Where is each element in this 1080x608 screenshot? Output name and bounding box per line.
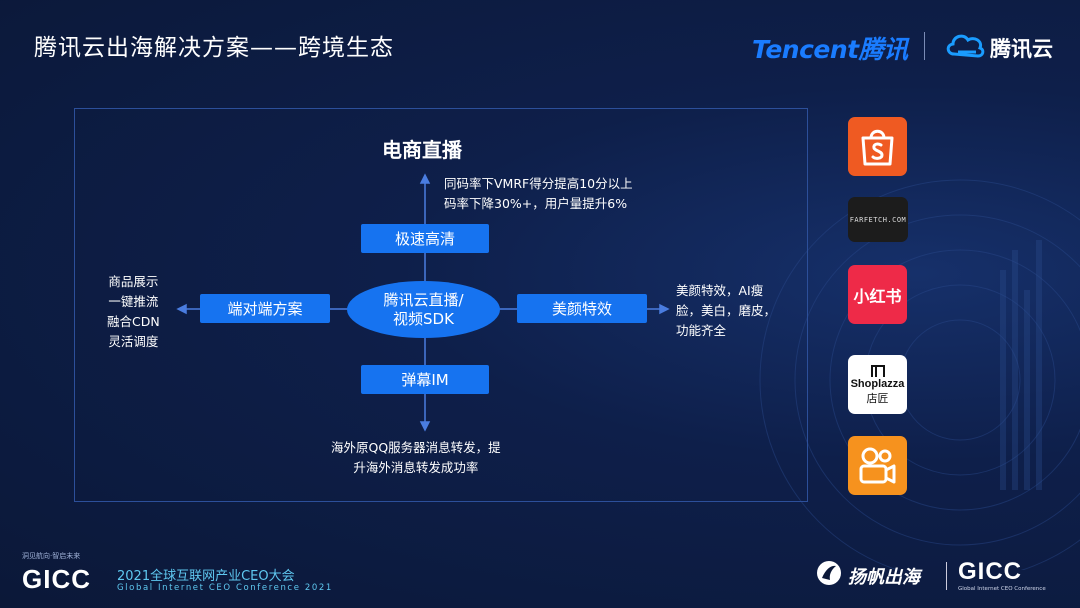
right-note: 美颜特效，AI瘦 脸，美白，磨皮， 功能齐全 bbox=[676, 281, 786, 341]
sail-icon bbox=[817, 561, 841, 585]
left-note-line: 融合CDN bbox=[107, 314, 160, 329]
end-to-end-box: 端对端方案 bbox=[200, 294, 330, 323]
diagram-title: 电商直播 bbox=[382, 138, 462, 162]
top-note: 同码率下VMRF得分提高10分以上 码率下降30%+，用户量提升6% bbox=[444, 174, 633, 214]
bottom-note-line: 升海外消息转发成功率 bbox=[353, 460, 479, 475]
gicc-right-logo: GICC bbox=[958, 558, 1022, 585]
center-node: 腾讯云直播/ 视频SDK bbox=[347, 281, 500, 338]
top-note-line: 同码率下VMRF得分提高10分以上 bbox=[444, 176, 633, 191]
left-note: 商品展示 一键推流 融合CDN 灵活调度 bbox=[107, 272, 160, 352]
diagram-frame bbox=[74, 108, 808, 502]
sail-overseas-wordmark: 扬帆出海 bbox=[848, 567, 920, 588]
left-note-line: 商品展示 bbox=[108, 274, 159, 289]
shoplazza-mark-icon bbox=[870, 364, 885, 377]
left-note-line: 灵活调度 bbox=[108, 334, 159, 349]
gicc-logo: GICC bbox=[22, 564, 91, 594]
right-note-line: 脸，美白，磨皮， bbox=[676, 303, 777, 318]
top-note-line: 码率下降30%+，用户量提升6% bbox=[444, 196, 628, 211]
center-node-line: 视频SDK bbox=[393, 309, 454, 328]
beauty-effects-box: 美颜特效 bbox=[517, 294, 647, 323]
kuaishou-camera-icon bbox=[859, 447, 896, 484]
left-note-line: 一键推流 bbox=[108, 294, 159, 309]
xiaohongshu-logo: 小红书 bbox=[848, 265, 907, 324]
bottom-note: 海外原QQ服务器消息转发，提 升海外消息转发成功率 bbox=[331, 438, 501, 478]
tencent-logo: Tencent腾讯 bbox=[752, 35, 908, 64]
conference-name-cn: 2021全球互联网产业CEO大会 bbox=[117, 569, 295, 584]
tencent-cloud-icon bbox=[946, 34, 985, 58]
xiaohongshu-wordmark: 小红书 bbox=[853, 286, 902, 306]
speed-hd-box: 极速高清 bbox=[361, 224, 489, 253]
bottom-note-line: 海外原QQ服务器消息转发，提 bbox=[331, 440, 501, 455]
center-node-line: 腾讯云直播/ bbox=[383, 290, 464, 309]
shoplazza-logo: Shoplazza 店匠 bbox=[848, 355, 907, 414]
gicc-right-subtitle: Global Internet CEO Conference bbox=[958, 586, 1046, 592]
tencent-cloud-wordmark: 腾讯云 bbox=[990, 37, 1053, 61]
shopee-logo bbox=[848, 117, 907, 176]
shoplazza-wordmark: Shoplazza bbox=[850, 377, 905, 390]
right-note-line: 美颜特效，AI瘦 bbox=[676, 283, 764, 298]
kuaishou-logo bbox=[848, 436, 907, 495]
header-divider bbox=[924, 32, 925, 60]
gicc-tagline: 洞见航向·智启未来 bbox=[22, 552, 81, 560]
page-title: 腾讯云出海解决方案——跨境生态 bbox=[34, 35, 394, 61]
shopee-bag-icon bbox=[861, 129, 894, 166]
farfetch-wordmark: FARFETCH.COM bbox=[849, 215, 907, 224]
footer-divider bbox=[946, 562, 947, 590]
shoplazza-cn-wordmark: 店匠 bbox=[866, 391, 889, 405]
right-note-line: 功能齐全 bbox=[676, 323, 727, 338]
conference-name-en: Global Internet CEO Conference 2021 bbox=[117, 583, 333, 593]
danmaku-im-box: 弹幕IM bbox=[361, 365, 489, 394]
farfetch-logo: FARFETCH.COM bbox=[848, 197, 908, 242]
